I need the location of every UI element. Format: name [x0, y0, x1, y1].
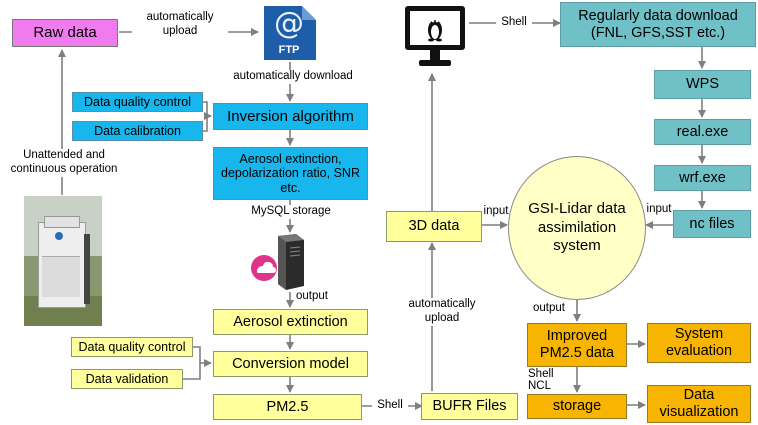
aerosol-extinction-box: Aerosol extinction: [213, 309, 368, 335]
database-server-icon: [250, 232, 310, 292]
regular-download-label: Regularly data download (FNL, GFS,SST et…: [578, 7, 738, 41]
raw-data-label: Raw data: [33, 24, 97, 42]
conversion-model-label: Conversion model: [232, 355, 349, 372]
data-quality-control-label-2: Data quality control: [78, 339, 186, 354]
lidar-instrument-photo: [24, 196, 102, 326]
data-quality-control-label-1: Data quality control: [83, 94, 191, 109]
data-validation-label: Data validation: [85, 371, 169, 386]
real-exe-box: real.exe: [654, 119, 751, 145]
input-label-2: input: [646, 203, 672, 215]
aerosol-extinction-label: Aerosol extinction: [233, 313, 348, 330]
three-d-data-label: 3D data: [408, 218, 460, 235]
shell-label-1: Shell: [372, 399, 408, 413]
wrf-exe-label: wrf.exe: [679, 169, 726, 186]
storage-label: storage: [552, 398, 602, 415]
input-label-1: input: [483, 205, 509, 217]
nc-files-box: nc files: [673, 210, 751, 238]
shell-ncl-label: Shell NCL: [528, 368, 554, 393]
wrf-exe-box: wrf.exe: [654, 165, 751, 191]
shell-label-2: Shell: [496, 16, 532, 30]
system-evaluation-label: System evaluation: [665, 326, 733, 359]
data-visualization-box: Data visualization: [647, 385, 751, 423]
ftp-at-symbol: @: [274, 6, 304, 41]
raw-data-box: Raw data: [12, 19, 118, 47]
improved-pm25-box: Improved PM2.5 data: [527, 323, 627, 367]
ftp-server-icon: @ FTP: [260, 4, 318, 62]
aerosol-products-box: Aerosol extinction, depolarization ratio…: [213, 147, 368, 200]
bufr-files-box: BUFR Files: [421, 393, 518, 420]
regular-download-box: Regularly data download (FNL, GFS,SST et…: [560, 2, 756, 47]
mysql-storage-label: MySQL storage: [236, 205, 346, 219]
improved-pm25-label: Improved PM2.5 data: [539, 328, 615, 361]
wps-label: WPS: [685, 76, 720, 93]
wps-box: WPS: [654, 70, 751, 99]
real-exe-label: real.exe: [676, 123, 729, 140]
data-quality-control-box-1: Data quality control: [72, 92, 203, 112]
data-calibration-box: Data calibration: [72, 121, 203, 141]
inversion-algorithm-box: Inversion algorithm: [213, 103, 368, 130]
auto-download-label: automatically download: [218, 70, 368, 84]
data-visualization-label: Data visualization: [659, 387, 739, 420]
data-calibration-label: Data calibration: [94, 123, 181, 138]
data-validation-box: Data validation: [71, 369, 183, 389]
aerosol-products-label: Aerosol extinction, depolarization ratio…: [221, 151, 360, 195]
output-label-1: output: [296, 290, 328, 302]
linux-monitor-icon: [403, 4, 467, 70]
bufr-files-label: BUFR Files: [432, 398, 507, 415]
storage-box: storage: [527, 394, 627, 419]
pm25-box: PM2.5: [213, 394, 362, 420]
ftp-label: FTP: [278, 44, 300, 56]
three-d-data-box: 3D data: [386, 211, 482, 242]
gsi-assimilation-system: GSI-Lidar data assimilation system: [508, 156, 646, 300]
auto-upload-label: automatically upload: [132, 11, 228, 39]
conversion-model-box: Conversion model: [213, 351, 368, 377]
pm25-label: PM2.5: [266, 398, 309, 415]
gsi-system-label: GSI-Lidar data assimilation system: [528, 199, 626, 255]
inversion-algorithm-label: Inversion algorithm: [227, 107, 354, 125]
system-evaluation-box: System evaluation: [647, 323, 751, 363]
data-quality-control-box-2: Data quality control: [71, 337, 193, 357]
nc-files-label: nc files: [689, 215, 735, 232]
unattended-operation-label: Unattended and continuous operation: [2, 149, 126, 177]
output-label-2: output: [533, 302, 565, 314]
auto-upload-label-2: automatically upload: [394, 298, 490, 326]
